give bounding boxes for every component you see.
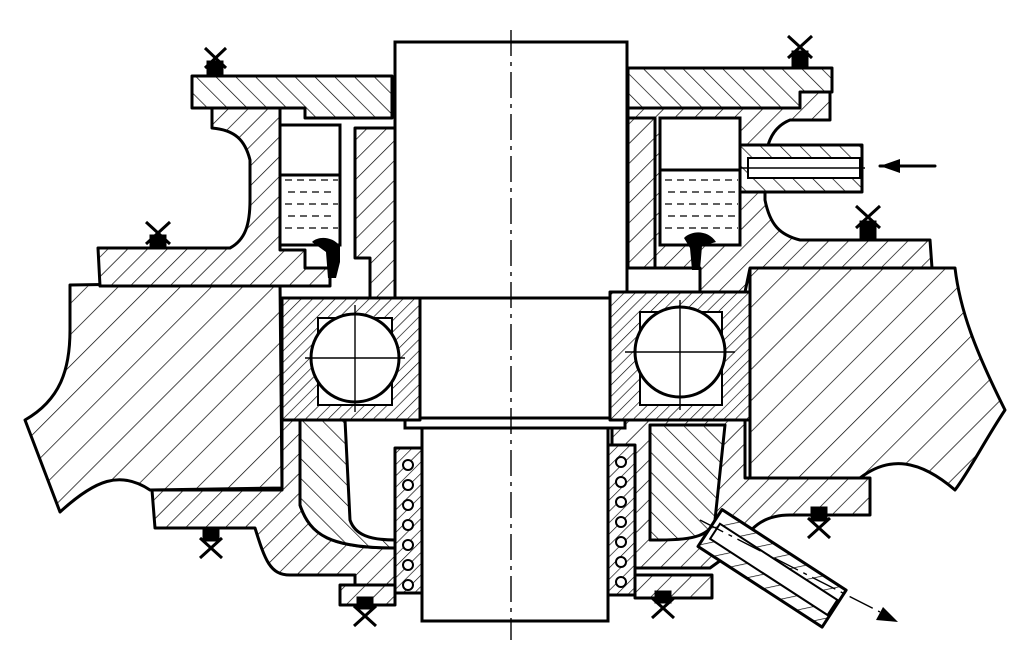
screw-bottom-right [806,506,832,540]
oil-reservoir-left [278,123,397,302]
spring-left [393,446,424,595]
hub-left [23,280,284,514]
screw-top-right [786,34,814,70]
screw-mid-left [144,220,172,250]
screw-foot-left [352,596,378,628]
oil-reservoir-right [626,116,742,270]
hub-right [748,266,1007,492]
screw-mid-right [854,204,882,242]
screw-top-left [203,46,228,78]
screw-foot-right [650,590,676,620]
flow-arrow-in [878,159,937,173]
spring-right [606,443,637,597]
screw-bottom-left [198,526,224,560]
ball-bearing-right [608,290,752,422]
top-cap-left [190,74,394,120]
top-cap-right [626,66,834,110]
inlet-pipe [738,143,865,194]
ball-bearing-left [280,296,422,422]
foot-right [633,573,714,600]
flow-arrow-out [699,519,898,622]
foot-left [338,583,397,607]
housing-left [96,106,397,587]
outlet-pipe [696,508,848,629]
